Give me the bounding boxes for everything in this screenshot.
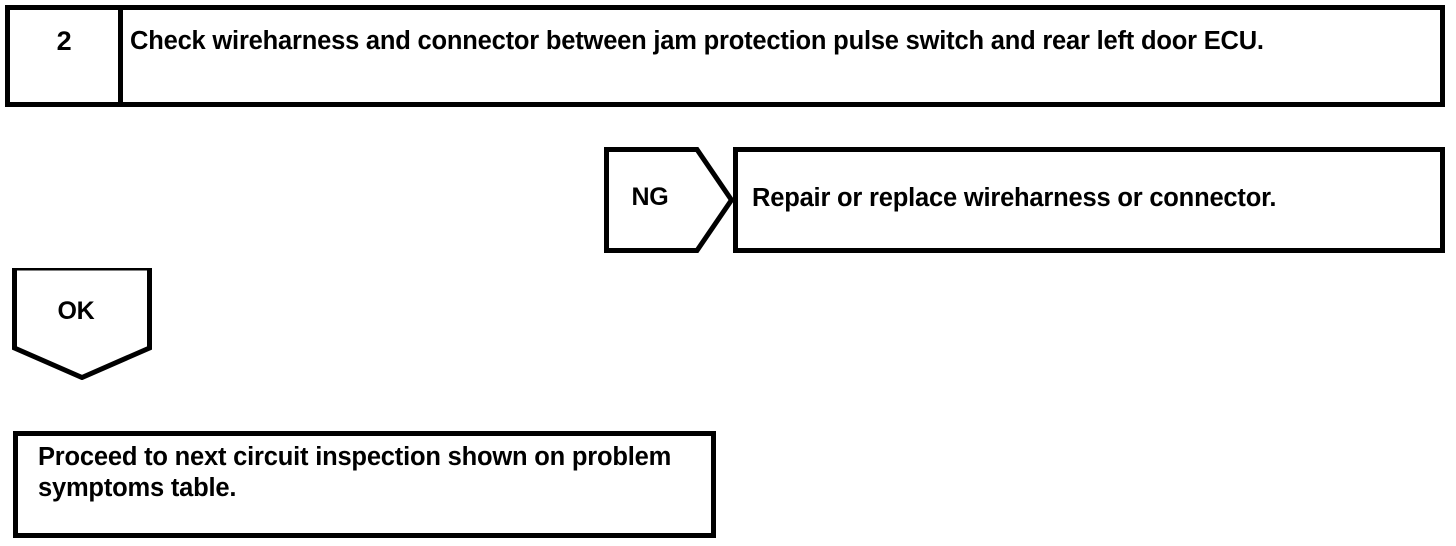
ng-result-box	[733, 147, 1445, 253]
ok-branch-label: OK	[57, 297, 95, 325]
ng-result-text: Repair or replace wireharness or connect…	[752, 184, 1277, 212]
step-instruction-cell: Check wireharness and connector between …	[123, 10, 1440, 102]
ok-result-text: Proceed to next circuit inspection shown…	[38, 443, 678, 502]
ok-arrow-shape	[12, 268, 152, 380]
step-box: 2 Check wireharness and connector betwee…	[5, 5, 1445, 107]
step-instruction-text: Check wireharness and connector between …	[130, 27, 1264, 55]
ok-arrow-icon	[12, 268, 152, 380]
ng-branch-label: NG	[631, 183, 669, 211]
step-number-cell: 2	[10, 10, 123, 102]
ng-arrow-shape	[604, 147, 734, 253]
ng-arrow-icon	[604, 147, 734, 253]
step-number: 2	[56, 26, 72, 56]
ok-result-box	[13, 431, 716, 538]
